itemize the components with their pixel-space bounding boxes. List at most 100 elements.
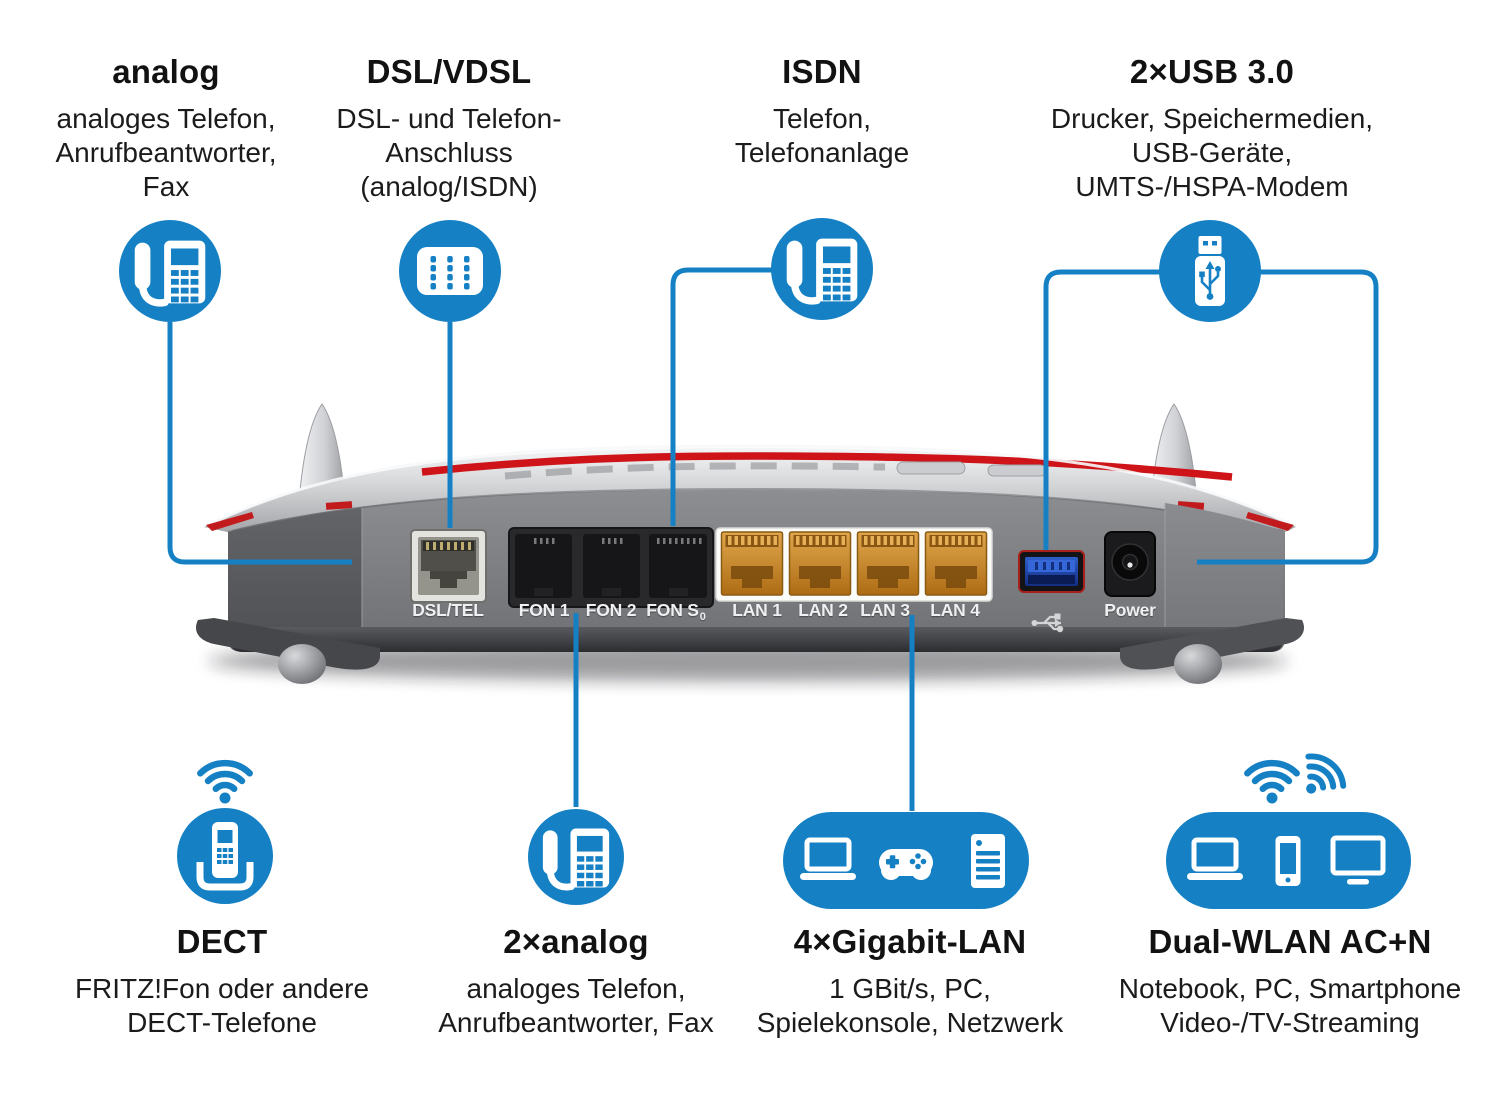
red-accent-left-fin	[325, 501, 353, 510]
dsl-tel-port	[410, 529, 487, 603]
port-label-power: Power	[1104, 600, 1156, 620]
analog-icon-badge	[119, 220, 221, 322]
port-label-lan3: LAN 3	[860, 600, 910, 620]
wifi-icon	[1247, 763, 1296, 803]
callout-dual-wlan: Dual-WLAN AC+N Notebook, PC, Smartphone …	[1119, 922, 1461, 1040]
usb-symbol	[1031, 613, 1064, 633]
left-foot-wing	[195, 618, 380, 670]
tae-socket-icon	[417, 247, 483, 295]
callout-title: 2×analog	[503, 923, 649, 960]
usb-callout-line-right	[1197, 269, 1379, 565]
callout-gigabit-lan: 4×Gigabit-LAN 1 GBit/s, PC, Spielekonsol…	[757, 922, 1064, 1040]
lan2-port	[788, 531, 852, 596]
isdn-icon-badge	[771, 218, 873, 320]
callout-line: 1 GBit/s, PC,	[829, 973, 991, 1004]
lan-port-block	[715, 527, 993, 602]
port-label-lan4: LAN 4	[930, 600, 980, 620]
usb-stick-icon	[1195, 236, 1225, 306]
callout-title: ISDN	[782, 53, 862, 90]
callout-line: Fax	[142, 171, 190, 202]
desk-phone-icon	[787, 239, 858, 302]
callout-line: USB-Geräte,	[1131, 137, 1293, 168]
fon2-port	[583, 534, 640, 598]
callout-line: (analog/ISDN)	[360, 171, 538, 202]
router-illustration	[195, 403, 1305, 684]
callout-line: DSL- und Telefon-	[336, 103, 562, 134]
wifi-icon-tilted	[1291, 749, 1350, 807]
router-right-side-panel	[1165, 503, 1283, 652]
tv-icon	[1330, 835, 1386, 885]
fon-s0-port	[649, 534, 707, 598]
callout-line: FRITZ!Fon oder andere	[74, 973, 370, 1004]
red-accent-left-tip	[206, 512, 254, 531]
callout-line: Anrufbeantworter, Fax	[438, 1007, 714, 1038]
router-left-side-panel	[228, 508, 362, 652]
dect-icon-badge	[177, 763, 273, 904]
callout-line: UMTS-/HSPA-Modem	[1075, 171, 1349, 202]
desk-phone-icon	[543, 829, 609, 888]
callout-isdn: ISDN Telefon, Telefonanlage	[735, 52, 909, 170]
callout-title: DSL/VDSL	[366, 53, 532, 90]
callout-usb: 2×USB 3.0 Drucker, Speichermedien, USB-G…	[1051, 52, 1373, 204]
fon-port-block	[508, 527, 714, 608]
wlan-button	[896, 461, 966, 475]
lan-devices-badge	[783, 812, 1029, 909]
callout-line: analoges Telefon,	[466, 973, 686, 1004]
callout-line: Notebook, PC, Smartphone	[1118, 973, 1462, 1004]
dsl-icon-badge	[399, 220, 501, 322]
usb-callout-line-left	[1043, 269, 1160, 550]
port-label-fon1: FON 1	[518, 600, 570, 620]
callout-title: analog	[112, 53, 220, 90]
port-label-dsl-tel: DSL/TEL	[412, 600, 484, 620]
router-vent-slots	[504, 462, 886, 480]
callout-lines	[167, 267, 1379, 811]
callout-line: Anschluss	[385, 137, 513, 168]
left-ball-foot	[278, 644, 326, 684]
callout-dect: DECT FRITZ!Fon oder andere DECT-Telefone	[75, 922, 369, 1040]
analog2-icon-badge	[528, 809, 624, 905]
usb-icon-badge	[1159, 220, 1261, 322]
port-label-lan2: LAN 2	[798, 600, 848, 620]
fon1-port	[515, 534, 572, 598]
callout-dsl-vdsl: DSL/VDSL DSL- und Telefon- Anschluss (an…	[336, 52, 561, 204]
callout-line: Video-/TV-Streaming	[1160, 1007, 1420, 1038]
usb-port	[1018, 550, 1085, 593]
callout-line: DECT-Telefone	[127, 1007, 317, 1038]
cordless-phone-icon	[196, 822, 254, 891]
callout-analog: analog analoges Telefon, Anrufbeantworte…	[55, 52, 276, 204]
analog-callout-line	[167, 322, 352, 565]
callout-line: Drucker, Speichermedien,	[1050, 103, 1374, 134]
callout-title: 2×USB 3.0	[1129, 53, 1295, 90]
callout-line: analoges Telefon,	[56, 103, 276, 134]
desk-phone-icon	[135, 241, 206, 304]
callout-title: 4×Gigabit-LAN	[793, 923, 1027, 960]
isdn-callout-line	[670, 267, 772, 526]
router-face-top-shadow	[231, 487, 1284, 532]
callout-title: Dual-WLAN AC+N	[1148, 923, 1432, 960]
dect-button	[987, 464, 1047, 477]
callout-2x-analog: 2×analog analoges Telefon, Anrufbeantwor…	[438, 922, 713, 1040]
server-icon	[971, 834, 1005, 888]
callout-line: Telefon,	[772, 103, 872, 134]
callout-title: DECT	[176, 923, 268, 960]
red-accent-right-tip	[1246, 512, 1294, 531]
callout-line: Telefonanlage	[734, 137, 910, 168]
wlan-devices-badge	[1166, 749, 1411, 909]
power-jack	[1104, 531, 1156, 597]
lan4-port	[924, 531, 988, 596]
port-label-fon-s0: FON S0	[646, 600, 706, 623]
port-label-lan1: LAN 1	[732, 600, 782, 620]
callout-line: Spielekonsole, Netzwerk	[756, 1007, 1064, 1038]
router-rim-highlight	[209, 444, 1291, 526]
right-ball-foot	[1174, 644, 1222, 684]
smartphone-icon	[1275, 836, 1301, 886]
right-foot-wing	[1120, 618, 1305, 670]
router-bottom-band	[230, 627, 1283, 652]
port-label-fon2: FON 2	[585, 600, 637, 620]
callout-line: Anrufbeantworter,	[55, 137, 277, 168]
wifi-icon	[200, 763, 249, 803]
lan3-port	[856, 531, 920, 596]
lan1-port	[720, 531, 784, 596]
